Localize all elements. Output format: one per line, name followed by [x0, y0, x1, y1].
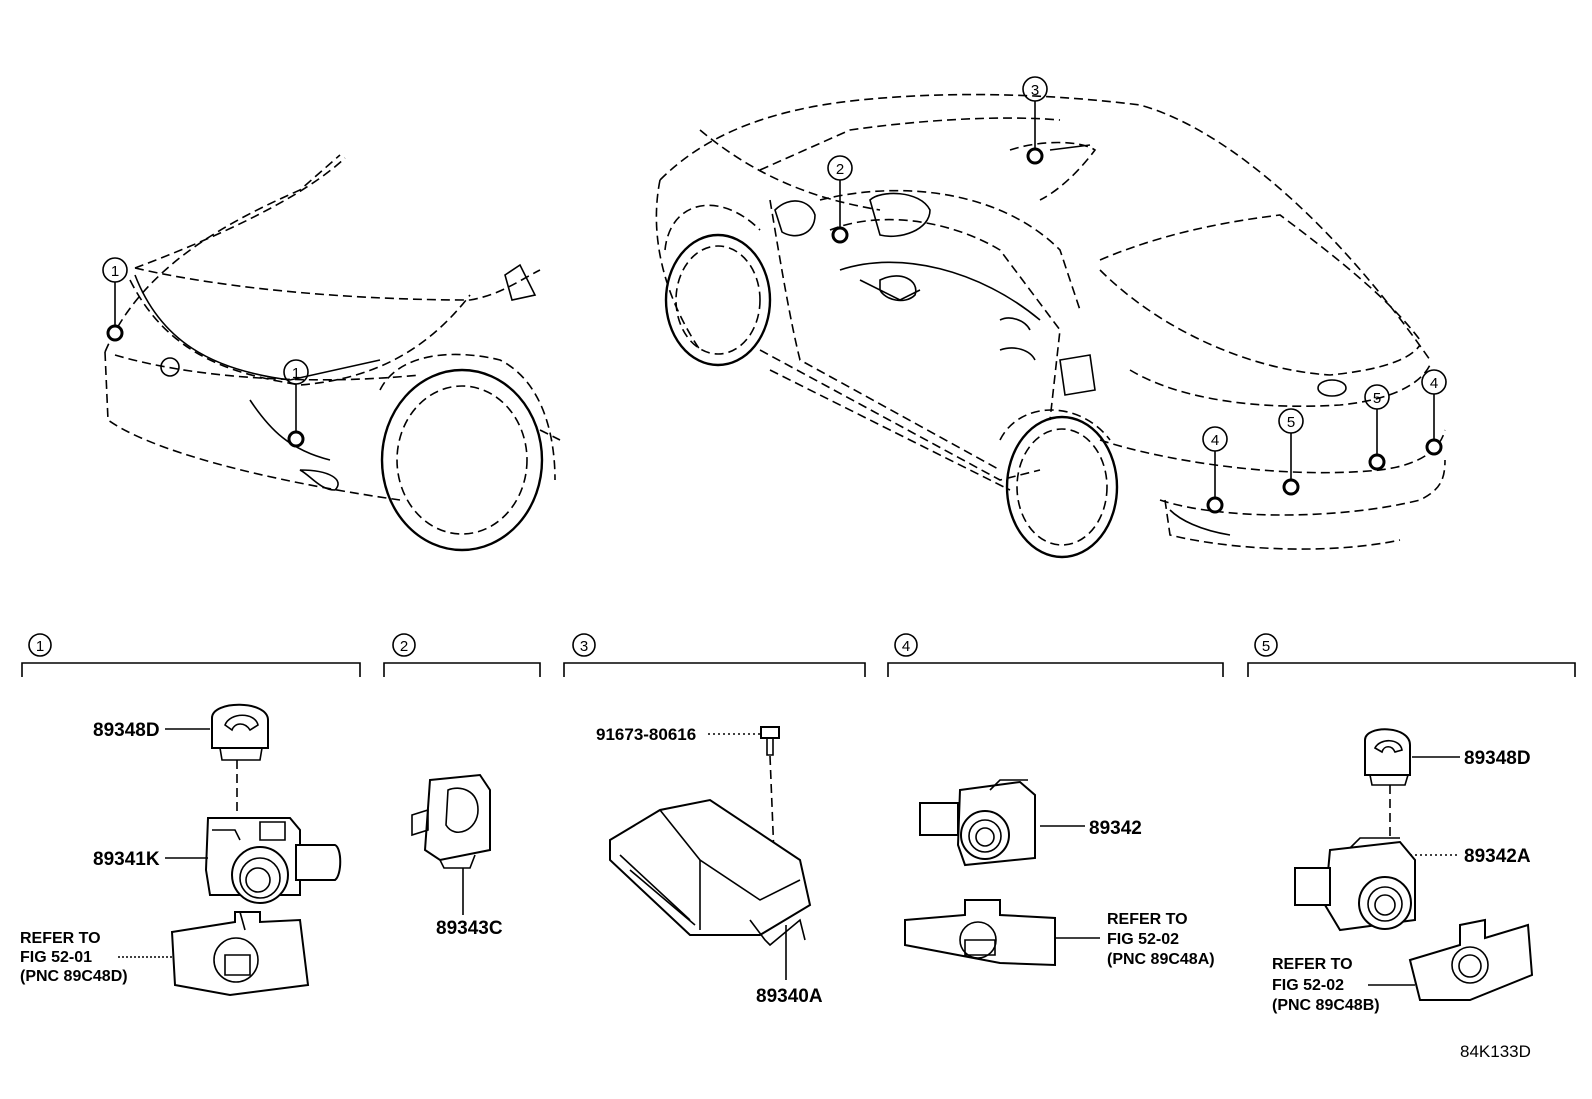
car-callout-2: 2: [827, 155, 853, 244]
part-89342A-sensor[interactable]: [1294, 837, 1416, 932]
part-number-label: 89342A: [1464, 846, 1531, 867]
svg-text:REFER TO: REFER TO: [1272, 956, 1353, 973]
group-header-2: 2: [383, 633, 541, 677]
callout-number: 5: [1287, 414, 1295, 431]
part-89342-sensor[interactable]: [919, 779, 1036, 867]
car-callout-4b: 4: [1421, 369, 1447, 456]
bracket-89C48B[interactable]: [1408, 918, 1534, 1001]
svg-text:(PNC 89C48A): (PNC 89C48A): [1107, 951, 1215, 968]
refer-note-1[interactable]: REFER TO FIG 52-01 (PNC 89C48D): [20, 930, 128, 985]
refer-note-5[interactable]: REFER TO FIG 52-02 (PNC 89C48B): [1272, 956, 1380, 1014]
part-89348D-cap-rear[interactable]: [1364, 728, 1411, 786]
group-header-1: 1: [21, 633, 361, 677]
callout-number: 2: [836, 161, 844, 178]
part-number-label: 89342: [1089, 818, 1142, 839]
part-89340A-ecu[interactable]: [609, 798, 812, 947]
callout-number: 1: [111, 263, 119, 280]
callout-number: 3: [1031, 82, 1039, 99]
svg-text:(PNC 89C48D): (PNC 89C48D): [20, 968, 128, 985]
callout-number: 1: [292, 365, 300, 382]
rear-car-illustration: [655, 93, 1446, 559]
callout-number: 4: [1430, 375, 1438, 392]
callout-number: 4: [1211, 432, 1219, 449]
car-callout-3: 3: [1022, 76, 1048, 165]
part-89348D-cap[interactable]: [211, 703, 269, 761]
group-number: 4: [902, 638, 910, 655]
part-number-label: 91673-80616: [596, 725, 696, 744]
callout-number: 5: [1373, 390, 1381, 407]
part-number-label: 89341K: [93, 849, 160, 870]
front-car-illustration: [104, 154, 561, 552]
bolt-91673-80616[interactable]: [760, 726, 780, 756]
car-callout-4a: 4: [1202, 426, 1228, 514]
bracket-89C48D[interactable]: [170, 911, 310, 997]
car-callout-5a: 5: [1278, 408, 1304, 496]
part-number-label: 89340A: [756, 986, 823, 1007]
group-header-4: 4: [887, 633, 1224, 677]
group-header-3: 3: [563, 633, 866, 677]
group-header-5: 5: [1247, 633, 1576, 677]
car-callout-1b: 1: [283, 359, 309, 448]
group-number: 2: [400, 638, 408, 655]
part-number-label: 89348D: [1464, 748, 1531, 769]
part-89341K-sensor[interactable]: [204, 817, 342, 904]
group-number: 1: [36, 638, 44, 655]
car-callout-1a: 1: [102, 257, 128, 342]
refer-note-4[interactable]: REFER TO FIG 52-02 (PNC 89C48A): [1107, 911, 1215, 968]
svg-text:FIG 52-02: FIG 52-02: [1107, 931, 1179, 948]
group-number: 3: [580, 638, 588, 655]
svg-text:REFER TO: REFER TO: [1107, 911, 1188, 928]
svg-text:(PNC 89C48B): (PNC 89C48B): [1272, 997, 1380, 1014]
svg-text:FIG 52-02: FIG 52-02: [1272, 977, 1344, 994]
part-number-label: 89343C: [436, 918, 503, 939]
diagram-id: 84K133D: [1460, 1042, 1531, 1061]
part-89343C-sensor[interactable]: [411, 773, 491, 869]
bracket-89C48A[interactable]: [904, 899, 1056, 967]
car-callout-5b: 5: [1364, 384, 1390, 471]
svg-text:REFER TO: REFER TO: [20, 930, 101, 947]
part-number-label: 89348D: [93, 720, 160, 741]
svg-text:FIG 52-01: FIG 52-01: [20, 949, 92, 966]
group-number: 5: [1262, 638, 1270, 655]
